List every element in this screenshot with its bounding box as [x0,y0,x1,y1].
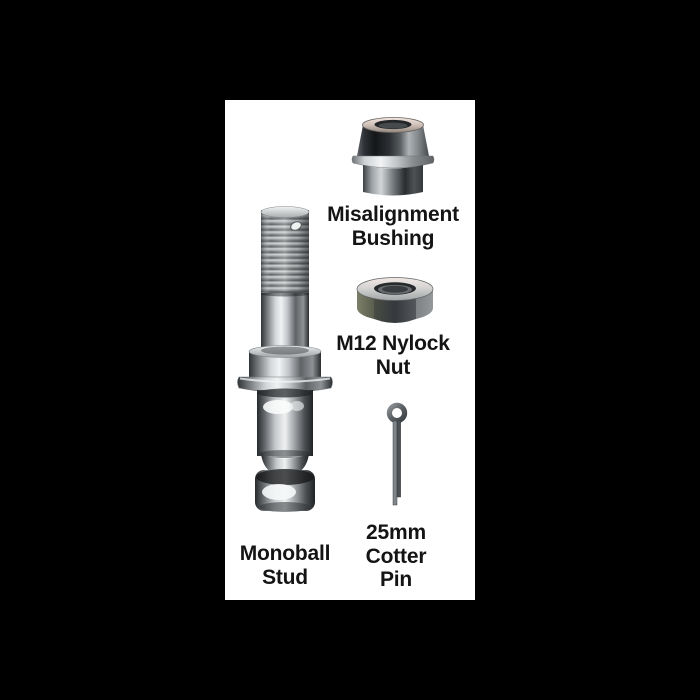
m12-nylock-nut-image [356,277,434,323]
label-line: Stud [262,565,308,589]
label-line: Monoball [239,542,331,565]
label-m12-nylock-nut: M12 Nylock Nut [293,332,493,379]
monoball-stud-image [237,206,333,512]
label-line: Nut [375,355,411,379]
label-line: Misalignment [327,203,459,226]
label-line: Cotter [365,544,427,568]
parts-panel: Misalignment Bushing M12 Nylock Nut 25mm… [225,100,475,600]
label-line: Pin [379,568,413,591]
label-line: 25mm [366,521,426,544]
label-line: M12 Nylock [336,332,450,355]
25mm-cotter-pin-image [386,402,408,506]
label-line: Bushing [351,226,435,250]
label-misalignment-bushing: Misalignment Bushing [293,203,493,250]
label-25mm-cotter-pin: 25mm Cotter Pin [336,521,456,592]
misalignment-bushing-image [351,117,435,196]
label-monoball-stud: Monoball Stud [225,542,345,589]
